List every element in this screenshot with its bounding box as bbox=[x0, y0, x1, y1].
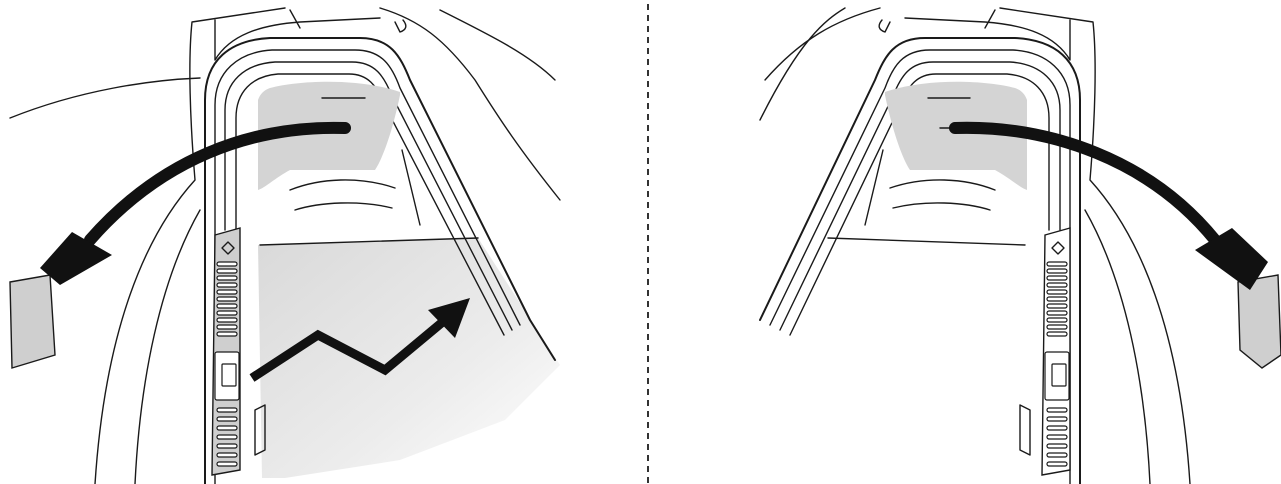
floor-shading bbox=[258, 238, 560, 478]
right-panel bbox=[759, 7, 1281, 484]
sill-slot bbox=[216, 317, 238, 323]
sill-slot bbox=[1046, 268, 1068, 274]
sill-slot bbox=[216, 331, 238, 337]
sill-slot bbox=[216, 434, 238, 440]
sill-slot bbox=[1046, 282, 1068, 288]
sill-slot bbox=[1046, 296, 1068, 302]
sill-slot bbox=[216, 289, 238, 295]
outer-body-contour bbox=[94, 7, 286, 484]
sill-slot bbox=[1046, 303, 1068, 309]
sill-slot bbox=[216, 461, 238, 467]
left-panel bbox=[9, 7, 561, 484]
sill-slot bbox=[216, 296, 238, 302]
sill-slot bbox=[1046, 331, 1068, 337]
sill-slot bbox=[216, 310, 238, 316]
sill-slot bbox=[1046, 452, 1068, 458]
sill-slot bbox=[216, 268, 238, 274]
sill-slot bbox=[1046, 310, 1068, 316]
sill-slot bbox=[1046, 443, 1068, 449]
removal-arrow-left bbox=[84, 121, 351, 246]
sill-slot bbox=[216, 425, 238, 431]
door-frame bbox=[204, 37, 556, 484]
sill-slot bbox=[1046, 324, 1068, 330]
sill-slot bbox=[216, 275, 238, 281]
sill-slot bbox=[216, 261, 238, 267]
highlight-area-right bbox=[885, 81, 1027, 190]
sill-slot bbox=[1046, 461, 1068, 467]
removal-arrow-right bbox=[949, 121, 1221, 246]
sill-plate-left bbox=[211, 227, 241, 476]
sill-slot bbox=[216, 416, 238, 422]
sill-slot bbox=[1046, 425, 1068, 431]
highlight-area bbox=[258, 81, 400, 190]
sill-slot bbox=[1046, 317, 1068, 323]
sill-slot bbox=[216, 407, 238, 413]
sill-slot bbox=[216, 282, 238, 288]
sill-slot bbox=[216, 452, 238, 458]
sill-slot bbox=[1046, 416, 1068, 422]
sill-slot bbox=[1046, 407, 1068, 413]
sill-slot bbox=[1046, 275, 1068, 281]
direction-arrow-zigzag bbox=[249, 316, 448, 382]
sill-slot bbox=[1046, 289, 1068, 295]
removed-cover-left bbox=[9, 274, 56, 369]
sill-plate-right bbox=[1041, 227, 1071, 476]
sill-slot bbox=[216, 303, 238, 309]
sill-slot bbox=[1046, 261, 1068, 267]
removed-cover-right bbox=[1237, 274, 1281, 369]
sill-slot bbox=[216, 324, 238, 330]
sill-slot bbox=[216, 443, 238, 449]
door-frame-right bbox=[759, 37, 1081, 484]
sill-slot bbox=[1046, 434, 1068, 440]
